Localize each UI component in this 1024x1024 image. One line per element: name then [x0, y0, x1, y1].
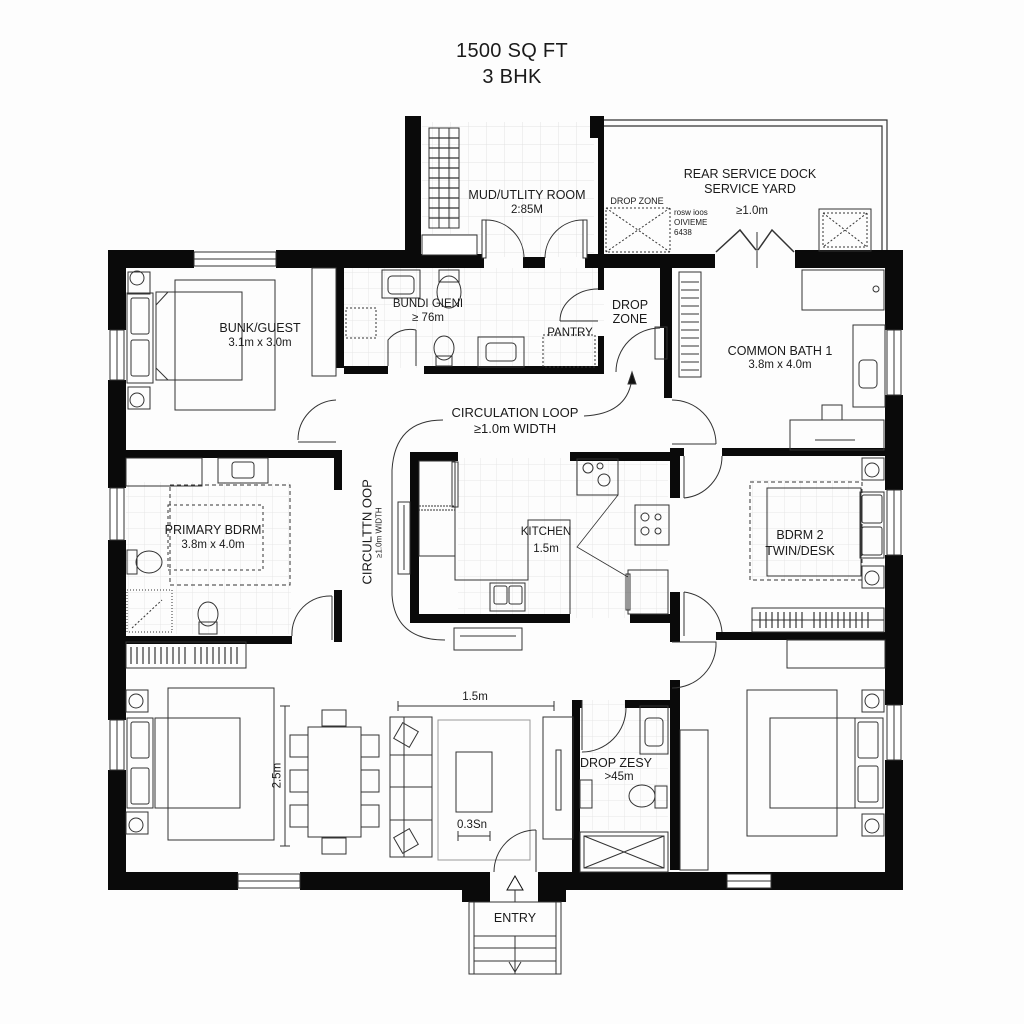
room-dimension: 2:85M — [511, 204, 543, 216]
room-dimension: 3.1m x 3.0m — [228, 337, 292, 349]
room-name: DROP ZONE — [610, 196, 664, 206]
room-dimension: >45m — [604, 771, 634, 783]
room-name: REAR SERVICE DOCK — [683, 167, 817, 181]
room-name: BUNDI GIENI — [392, 298, 464, 310]
room-dimension: ≥ 76m — [412, 312, 444, 324]
room-name: BUNK/GUEST — [219, 321, 301, 335]
room-name: BDRM 2 — [776, 528, 824, 542]
annotation-dimension: ≥1.0m WIDTH — [374, 507, 384, 558]
room-subname: SERVICE YARD — [704, 182, 796, 196]
room-note: 6438 — [674, 228, 692, 237]
annotation-dimension: ≥1.0m WIDTH — [473, 421, 557, 436]
service-yard-outline — [598, 119, 888, 252]
dimension-width: 1.5m — [462, 691, 488, 703]
room-name: DROP ZESY — [580, 756, 653, 770]
room-dimension: 1.5m — [533, 543, 559, 555]
fixtures — [125, 127, 886, 975]
entry-label: ENTRY — [493, 911, 537, 925]
dimension-table: 0.3Sn — [456, 819, 488, 831]
dimension-height: 2.5m — [271, 762, 284, 789]
room-name: COMMON BATH 1 — [727, 344, 833, 358]
room-name: PRIMARY BDRM — [164, 523, 262, 537]
room-name: MUD/UTLITY ROOM — [468, 188, 586, 202]
windows — [109, 251, 902, 889]
room-note: rosw ioos — [674, 208, 708, 217]
annotation-name: CIRCULATION LOOP — [451, 405, 579, 420]
room-name: DROP — [611, 298, 649, 312]
room-note: OIVIEME — [674, 218, 708, 227]
tiled-floors — [126, 122, 860, 830]
room-dimension: ≥1.0m — [736, 205, 768, 217]
room-subname: ZONE — [612, 312, 648, 326]
room-name: KITCHEN — [520, 526, 572, 538]
room-dimension: 3.8m x 4.0m — [748, 359, 812, 371]
room-dimension: 3.8m x 4.0m — [181, 539, 245, 551]
plan-config-title: 3 BHK — [482, 66, 542, 88]
room-pantry-label: PANTRY — [547, 327, 593, 339]
plan-area-title: 1500 SQ FT — [456, 40, 568, 62]
walls — [108, 116, 903, 902]
room-subname: TWIN/DESK — [765, 544, 835, 558]
annotation-name: CIRCULTTN OOP — [359, 479, 375, 585]
